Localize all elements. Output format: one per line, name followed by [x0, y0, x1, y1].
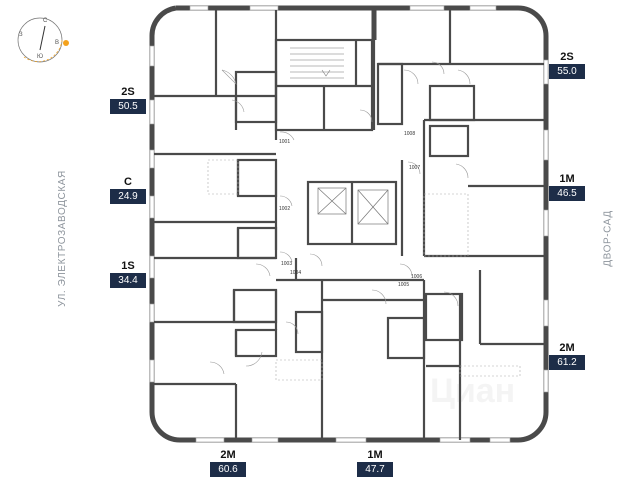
unit-area: 34.4: [110, 273, 146, 288]
elevator-shafts: [317, 187, 389, 225]
street-label-left: УЛ. ЭЛЕКТРОЗАВОДСКАЯ: [56, 170, 68, 307]
unit-type: 2M: [220, 449, 236, 461]
unit-label: 1S 34.4: [110, 259, 146, 288]
unit-area: 46.5: [549, 186, 585, 201]
unit-label: 2S 50.5: [110, 85, 146, 114]
unit-label: 2S 55.0: [549, 50, 585, 79]
staircase: [290, 47, 344, 79]
compass-west: З: [19, 32, 23, 38]
unit-area: 55.0: [549, 64, 585, 79]
unit-label: 2M 61.2: [549, 341, 585, 370]
door-swings: [209, 61, 471, 375]
sun-path: [23, 39, 63, 62]
outer-walls: [149, 5, 549, 443]
unit-label: 1M 47.7: [357, 448, 393, 477]
door-1001: 1001: [279, 139, 290, 145]
unit-type: 1S: [121, 260, 135, 272]
door-1003: 1003: [281, 261, 292, 267]
door-1005: 1005: [398, 282, 409, 288]
unit-area: 24.9: [110, 189, 146, 204]
unit-area: 60.6: [210, 462, 246, 477]
unit-type: C: [124, 176, 132, 188]
watermark: Циан: [430, 372, 516, 410]
unit-type: 2S: [121, 86, 135, 98]
windows: [149, 5, 549, 443]
unit-type: 2M: [559, 342, 575, 354]
unit-type: 2S: [560, 51, 574, 63]
unit-area: 61.2: [549, 355, 585, 370]
compass-east: В: [55, 40, 59, 46]
dashed-areas: [207, 159, 521, 381]
door-1002: 1002: [279, 206, 290, 212]
compass-north: С: [43, 18, 48, 24]
street-label-right: ДВОР-САД: [602, 210, 614, 267]
door-numbers: 1001 1002 1003 1004 1005 1006 1007 1008: [279, 131, 422, 288]
unit-area: 50.5: [110, 99, 146, 114]
unit-type: 1M: [367, 449, 383, 461]
sun-icon: [63, 40, 69, 46]
unit-type: 1M: [559, 173, 575, 185]
door-1006: 1006: [411, 274, 422, 280]
door-1007: 1007: [409, 165, 420, 171]
unit-label: 1M 46.5: [549, 172, 585, 201]
unit-label: C 24.9: [110, 175, 146, 204]
door-1008: 1008: [404, 131, 415, 137]
compass-needle: [39, 25, 46, 51]
compass-south: Ю: [37, 54, 43, 60]
interior-walls: [154, 10, 544, 440]
unit-area: 47.7: [357, 462, 393, 477]
unit-label: 2M 60.6: [210, 448, 246, 477]
door-1004: 1004: [290, 270, 301, 276]
compass: С В Ю З: [17, 17, 69, 63]
compass-ring: [17, 17, 63, 63]
